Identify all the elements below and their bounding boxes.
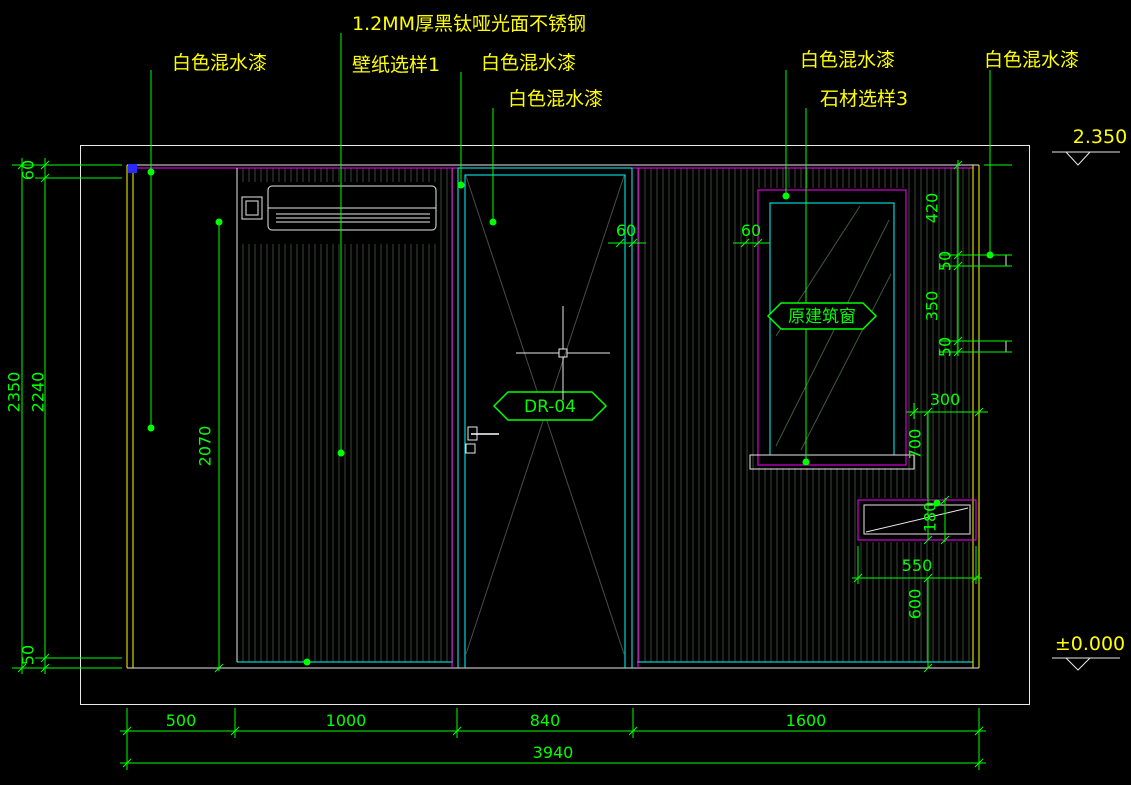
dim-2070: 2070 bbox=[196, 218, 224, 673]
callout-white-paint-right: 白色混水漆 bbox=[984, 49, 1079, 71]
dim-60-window-gap: 60 bbox=[733, 221, 770, 248]
level-bottom-label: ±0.000 bbox=[1055, 633, 1125, 655]
dim-180-label: 180 bbox=[921, 502, 940, 533]
grip-dot-cabinet bbox=[933, 499, 941, 507]
grip-dot-floor bbox=[303, 658, 311, 666]
door-handle bbox=[465, 426, 499, 454]
leader-door-frame-paint bbox=[457, 72, 465, 189]
leader-stone-sample bbox=[802, 108, 810, 466]
dim-600-label: 600 bbox=[906, 589, 925, 620]
right-wall-ledges bbox=[978, 254, 1007, 353]
vent-cabinet bbox=[857, 499, 977, 541]
callout-labels: 1.2MM厚黑钛哑光面不锈钢 白色混水漆 壁纸选样1 白色混水漆 白色混水漆 白… bbox=[172, 13, 1079, 110]
dim-420: 420 bbox=[923, 193, 942, 224]
level-marker-top: 2.350 bbox=[1052, 126, 1127, 166]
leader-right-paint bbox=[986, 70, 994, 259]
window-sill bbox=[749, 454, 915, 470]
dim-350: 350 bbox=[923, 291, 942, 322]
dim-50a: 50 bbox=[936, 251, 955, 271]
dim-50b: 50 bbox=[936, 337, 955, 357]
dim-700-label: 700 bbox=[906, 429, 925, 460]
callout-white-paint-window-wall: 白色混水漆 bbox=[800, 49, 895, 71]
leader-white-paint-left bbox=[147, 70, 155, 432]
dim-60-window-label: 60 bbox=[741, 221, 761, 240]
dim-180: 180 bbox=[921, 495, 950, 545]
dim-300: 300 bbox=[906, 390, 988, 419]
dim-60-door-gap: 60 bbox=[608, 221, 646, 248]
dim-chain-bottom: 500 1000 840 1600 3940 bbox=[120, 708, 986, 770]
door-tag: DR-04 bbox=[492, 391, 608, 421]
crosshair-cursor bbox=[516, 306, 610, 400]
pickbox bbox=[558, 348, 568, 358]
callout-white-paint-door-frame: 白色混水漆 bbox=[481, 52, 576, 74]
dim-1600-label: 1600 bbox=[786, 711, 827, 730]
dim-50-bottom: 50 bbox=[19, 645, 38, 665]
dim-600: 600 bbox=[906, 573, 933, 673]
leader-window-wall-paint bbox=[782, 70, 790, 200]
selection-grip[interactable] bbox=[128, 164, 137, 173]
drawing-border bbox=[80, 145, 1030, 705]
dim-chain-left: 60 2350 2240 50 bbox=[5, 158, 122, 674]
dim-chain-right-upper: 420 50 350 50 bbox=[923, 160, 1012, 357]
callout-white-paint-door: 白色混水漆 bbox=[508, 88, 603, 110]
window-tag: 原建筑窗 bbox=[766, 302, 878, 330]
window-tag-label: 原建筑窗 bbox=[788, 307, 856, 327]
dim-60-door-label: 60 bbox=[616, 221, 636, 240]
dim-60-top: 60 bbox=[19, 160, 38, 180]
wall-outline bbox=[126, 164, 980, 669]
callout-stainless-steel: 1.2MM厚黑钛哑光面不锈钢 bbox=[352, 13, 586, 35]
leader-door-paint bbox=[489, 108, 497, 226]
dim-700: 700 bbox=[906, 407, 933, 545]
door-tag-label: DR-04 bbox=[524, 397, 576, 417]
dim-3940-label: 3940 bbox=[533, 743, 574, 762]
dim-300-label: 300 bbox=[930, 390, 961, 409]
window-assembly bbox=[749, 189, 915, 470]
dim-550-label: 550 bbox=[902, 556, 933, 575]
ac-bracket bbox=[241, 196, 263, 220]
dim-840-label: 840 bbox=[530, 711, 561, 730]
ac-cutout bbox=[240, 182, 440, 244]
dim-2240: 2240 bbox=[29, 372, 48, 413]
callout-stone-sample: 石材选样3 bbox=[820, 88, 908, 110]
dim-2350: 2350 bbox=[5, 372, 24, 413]
dim-2070-label: 2070 bbox=[196, 426, 215, 467]
callout-wallpaper-sample: 壁纸选样1 bbox=[352, 54, 440, 76]
air-conditioner-unit bbox=[241, 185, 437, 231]
level-top-label: 2.350 bbox=[1073, 126, 1127, 148]
level-marker-bottom: ±0.000 bbox=[1052, 633, 1125, 671]
dim-550: 550 bbox=[852, 546, 982, 584]
callout-white-paint-left: 白色混水漆 bbox=[172, 52, 267, 74]
dim-500-label: 500 bbox=[166, 711, 197, 730]
leader-wallpaper-sample bbox=[337, 33, 345, 457]
dim-1000-label: 1000 bbox=[326, 711, 367, 730]
wallpaper-hatch-left bbox=[237, 168, 453, 662]
